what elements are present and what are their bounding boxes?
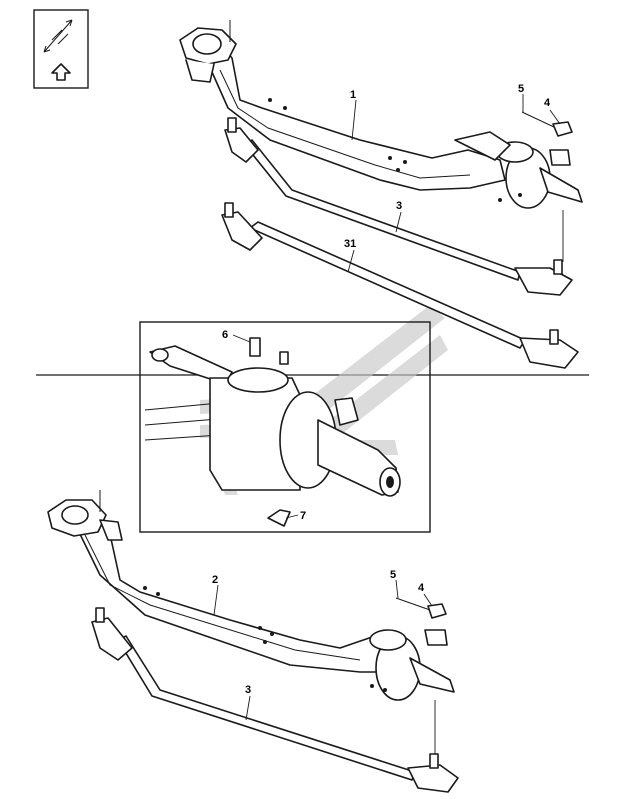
axle-beam-top <box>194 37 506 191</box>
callout-steering-rod: 31 <box>344 238 356 250</box>
steering-rod <box>221 202 579 369</box>
callout-axle-bottom: 2 <box>212 574 218 586</box>
up-arrow-icon <box>51 63 71 81</box>
callout-axle-top: 1 <box>350 89 356 101</box>
callout-tie-rod-bottom: 3 <box>245 684 251 696</box>
arrow-direction-icon <box>43 19 73 53</box>
tie-rod-top <box>224 117 573 296</box>
callout-cotter-pin-top: 5 <box>518 83 524 95</box>
wheel-hub-bottom-right <box>369 629 455 701</box>
view-indicator <box>33 9 89 89</box>
tie-rod-bottom <box>91 607 459 793</box>
cotter-pin-bottom <box>395 597 431 611</box>
cotter-pin-top <box>521 111 557 129</box>
callout-grease-nipple-upper: 6 <box>222 329 228 341</box>
castle-nut-bottom <box>427 603 447 619</box>
callout-tie-rod-top: 3 <box>396 200 402 212</box>
wheel-hub-top-right <box>454 131 583 209</box>
castle-nut-top <box>552 121 573 137</box>
kingpin-housing-bottom-left <box>47 490 123 541</box>
detail-inset <box>139 321 431 533</box>
callout-grease-nipple-lower: 7 <box>300 510 306 522</box>
callout-nut-bottom: 4 <box>418 582 425 594</box>
kingpin-housing-top-left <box>179 20 237 83</box>
callout-cotter-pin-bottom: 5 <box>390 569 396 581</box>
callout-nut-top: 4 <box>544 97 551 109</box>
